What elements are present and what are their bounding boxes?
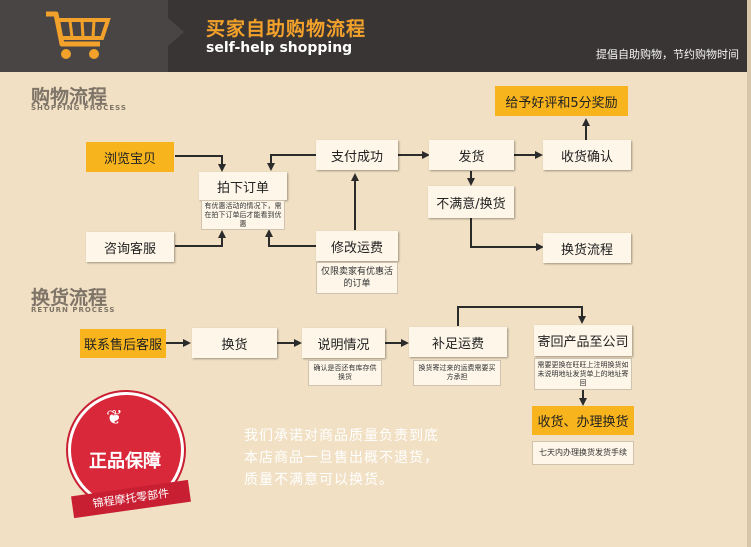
promise-line-1: 我们承诺对商品质量负责到底 xyxy=(244,428,439,444)
step-explain: 说明情况 xyxy=(302,328,385,358)
receive-note: 七天内办理换货发货手续 xyxy=(532,441,634,465)
step-send-back: 寄回产品至公司 xyxy=(534,325,632,356)
header-banner: 买家自助购物流程 self-help shopping 提倡自助购物，节约购物时… xyxy=(0,0,751,72)
step-contact-support: 联系售后客服 xyxy=(80,329,166,358)
step-order: 拍下订单 xyxy=(199,172,287,200)
shopping-cart-icon xyxy=(46,11,111,59)
order-note: 有优惠活动的情况下，需在拍下订单后才能看到优惠 xyxy=(201,200,285,230)
step-exchange: 换货 xyxy=(192,328,277,358)
seal-text: 正品保障 xyxy=(89,451,161,472)
modify-freight-note: 仅限卖家有优惠活的订单 xyxy=(316,262,398,294)
ornament-icon: ❦ xyxy=(106,405,123,429)
shopping-section-title: 购物流程 xyxy=(31,86,108,108)
arrow-freight-to-sendback xyxy=(457,306,586,326)
arrow-browse-to-order xyxy=(175,155,226,172)
step-review-reward: 给予好评和5分奖励 xyxy=(495,86,628,116)
page-title: 买家自助购物流程 xyxy=(206,18,367,40)
step-modify-freight: 修改运费 xyxy=(316,231,398,261)
step-exchange-flow: 换货流程 xyxy=(543,233,631,263)
step-ship: 发货 xyxy=(429,140,514,170)
arrow-modify-to-order xyxy=(265,229,316,247)
header-slogan: 提倡自助购物，节约购物时间 xyxy=(596,48,739,61)
arrow-pay-to-order xyxy=(267,154,316,171)
explain-note: 确认是否还有库存供换货 xyxy=(308,360,382,386)
page-subtitle: self-help shopping xyxy=(206,40,353,56)
step-confirm-receipt: 收货确认 xyxy=(543,140,631,170)
send-back-note: 需要更换在旺旺上注明换货如未说明地址发货单上的地址寄回 xyxy=(534,358,632,390)
arrow-unsatisfied-to-exchange xyxy=(470,218,544,251)
step-pay: 支付成功 xyxy=(316,140,398,170)
promise-line-2: 本店商品一旦售出概不退货， xyxy=(244,450,439,466)
cart-logo-area xyxy=(0,0,168,72)
arrow-consult-to-order xyxy=(175,230,226,247)
page-edge xyxy=(747,0,751,547)
step-unsatisfied: 不满意/换货 xyxy=(428,186,514,218)
step-freight: 补足运费 xyxy=(409,327,507,357)
return-section-subtitle: RETURN PROCESS xyxy=(31,306,116,314)
freight-note: 换货寄过来的运费需要买方承担 xyxy=(413,360,501,386)
return-section-title: 换货流程 xyxy=(31,287,108,309)
promise-line-3: 质量不满意可以换货。 xyxy=(244,472,394,488)
step-consult: 咨询客服 xyxy=(86,232,174,262)
shopping-section-subtitle: SHOPPING PROCESS xyxy=(31,104,127,112)
header-arrow-tab xyxy=(168,18,184,46)
quality-promise: 我们承诺对商品质量负责到底 本店商品一旦售出概不退货， 质量不满意可以换货。 xyxy=(244,425,439,491)
step-browse: 浏览宝贝 xyxy=(86,142,174,172)
step-receive-exchange: 收货、办理换货 xyxy=(532,406,634,435)
